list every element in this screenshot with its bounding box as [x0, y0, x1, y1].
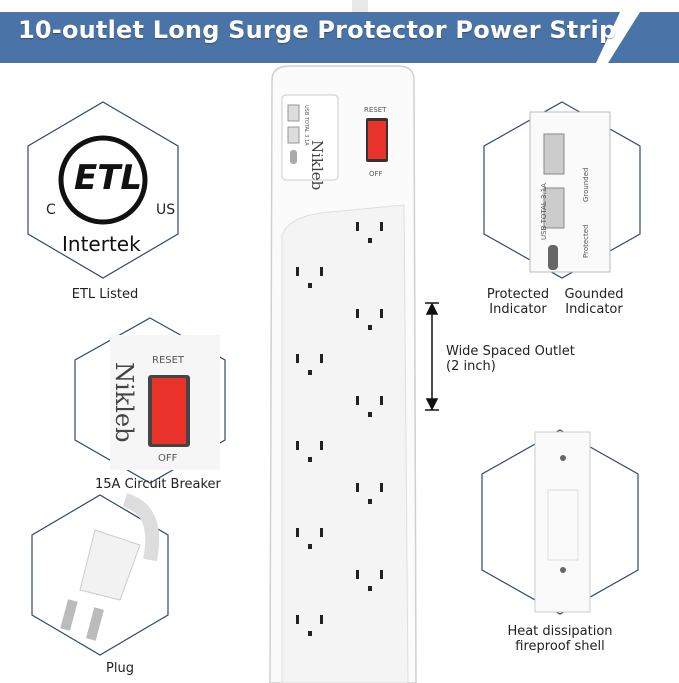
outlet	[356, 570, 383, 591]
etl-c-label: C	[46, 202, 56, 218]
hexagon-plug	[31, 494, 169, 656]
hexagon-breaker	[74, 317, 226, 484]
breaker-brand-logo: Nikleb	[110, 362, 138, 443]
breaker-caption: 15A Circuit Breaker	[95, 477, 221, 492]
grounded-indicator-label: Grounded	[582, 167, 590, 203]
spacing-line2: (2 inch)	[446, 359, 496, 374]
outlet	[296, 528, 323, 549]
outlets	[296, 222, 383, 636]
usb-total-label: USB TOTAL 3.1A	[540, 183, 548, 240]
spacing-caption: Wide Spaced Outlet(2 inch)	[446, 344, 575, 374]
page-title: 10-outlet Long Surge Protector Power Str…	[18, 16, 617, 44]
strip-usb-label: USB TOTAL 3.1A	[303, 105, 309, 146]
power-switch	[368, 121, 386, 159]
outlet	[356, 222, 383, 243]
breaker-reset-label: RESET	[152, 355, 185, 366]
etl-intertek: Intertek	[62, 232, 141, 256]
etl-us-label: US	[156, 202, 176, 218]
outlet	[296, 267, 323, 288]
etl-mark: ETL	[74, 158, 143, 198]
banner-accent	[608, 12, 679, 63]
spacing-line1: Wide Spaced Outlet	[446, 344, 575, 359]
hexagon-usb	[483, 101, 641, 279]
hexagon-heat	[481, 429, 639, 615]
breaker-off-label: OFF	[158, 453, 178, 464]
dimension-arrow	[425, 302, 439, 411]
protected-indicator-label: Protected	[582, 224, 590, 259]
title-banner	[0, 12, 620, 63]
strip-reset-label: RESET	[364, 106, 387, 114]
hexagon-etl	[27, 101, 179, 279]
outlet	[356, 396, 383, 417]
grounded-caption-line1: Gounded	[564, 287, 624, 302]
plug-caption: Plug	[106, 661, 134, 676]
outlet	[356, 483, 383, 504]
strip-off-label: OFF	[369, 170, 383, 178]
outlet	[356, 309, 383, 330]
protected-caption-line1: Protected	[486, 287, 550, 302]
heat-line1: Heat dissipation	[507, 624, 613, 639]
outlet	[296, 441, 323, 462]
etl-caption: ETL Listed	[71, 287, 139, 302]
outlet	[296, 354, 323, 375]
outlet	[296, 615, 323, 636]
strip-brand-logo: Nikleb	[308, 140, 326, 191]
protected-caption-line2: Indicator	[489, 302, 547, 317]
grounded-caption-line2: Indicator	[565, 302, 623, 317]
heat-line2: fireproof shell	[515, 639, 605, 654]
